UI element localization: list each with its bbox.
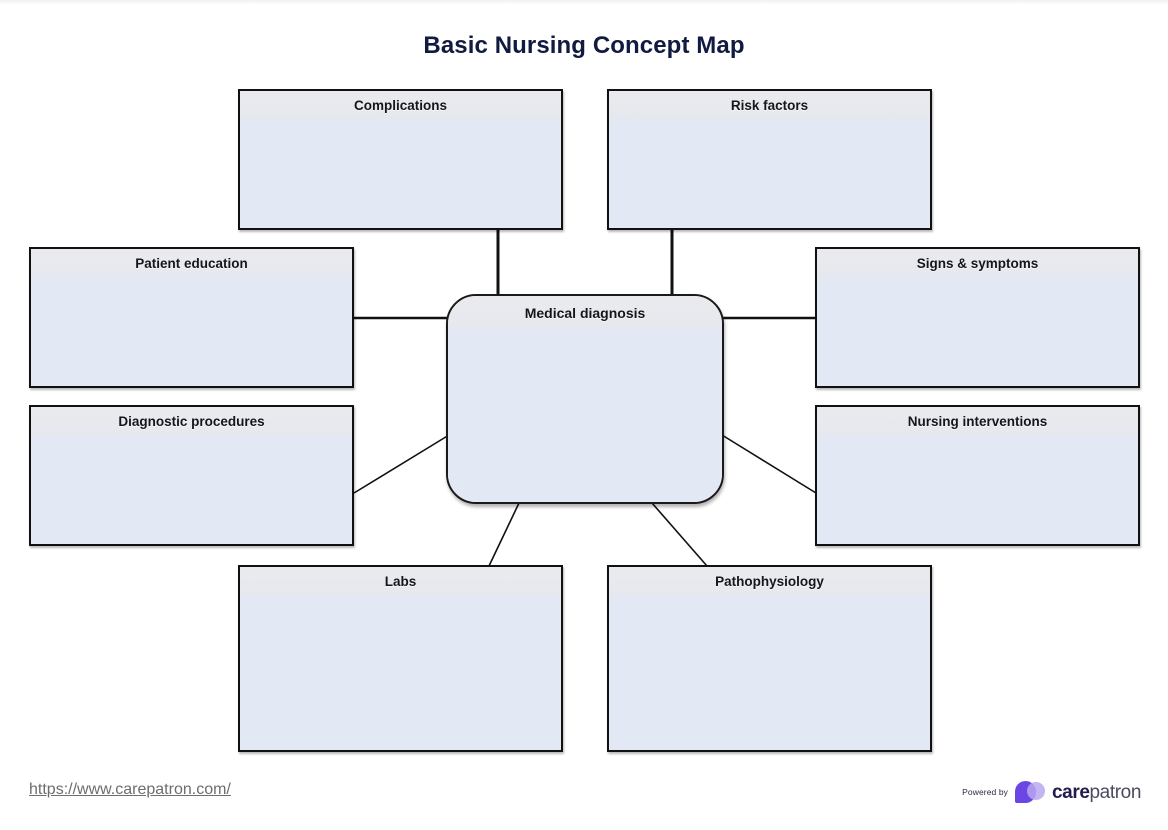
node-content-diagnostic-procedures[interactable] (31, 436, 352, 544)
node-content-nursing-interventions[interactable] (817, 436, 1138, 544)
wordmark-care: care (1052, 781, 1090, 803)
connector-labs (488, 502, 520, 567)
concept-node-risk-factors[interactable]: Risk factors (607, 89, 932, 230)
node-label-nursing-interventions: Nursing interventions (817, 407, 1138, 436)
carepatron-url-link[interactable]: https://www.carepatron.com/ (29, 781, 231, 798)
page-title: Basic Nursing Concept Map (423, 32, 745, 59)
node-content-complications[interactable] (240, 120, 561, 228)
logo-circle-shape (1027, 782, 1046, 800)
concept-node-diagnostic-procedures[interactable]: Diagnostic procedures (29, 405, 354, 546)
node-content-risk-factors[interactable] (609, 120, 930, 228)
carepatron-wordmark: carepatron (1052, 783, 1141, 802)
concept-node-signs-symptoms[interactable]: Signs & symptoms (815, 247, 1140, 388)
concept-node-labs[interactable]: Labs (238, 565, 563, 752)
node-content-central[interactable] (448, 330, 722, 502)
node-content-patient-education[interactable] (31, 278, 352, 386)
concept-node-nursing-interventions[interactable]: Nursing interventions (815, 405, 1140, 546)
page-top-band (0, 0, 1168, 5)
connector-nursing-interventions (721, 434, 817, 494)
node-label-diagnostic-procedures: Diagnostic procedures (31, 407, 352, 436)
wordmark-patron: patron (1089, 781, 1142, 803)
node-label-complications: Complications (240, 91, 561, 120)
connector-pathophysiology (651, 502, 708, 567)
node-content-labs[interactable] (240, 596, 561, 750)
node-label-risk-factors: Risk factors (609, 91, 930, 120)
node-label-central: Medical diagnosis (448, 296, 722, 330)
node-label-labs: Labs (240, 567, 561, 596)
concept-node-patient-education[interactable]: Patient education (29, 247, 354, 388)
connector-diagnostic-procedures (353, 434, 450, 494)
concept-node-pathophysiology[interactable]: Pathophysiology (607, 565, 932, 752)
node-content-signs-symptoms[interactable] (817, 278, 1138, 386)
carepatron-branding: Powered by carepatron (962, 781, 1141, 803)
powered-by-label: Powered by (962, 787, 1009, 797)
node-content-pathophysiology[interactable] (609, 596, 930, 750)
node-label-patient-education: Patient education (31, 249, 352, 278)
node-label-signs-symptoms: Signs & symptoms (817, 249, 1138, 278)
concept-node-complications[interactable]: Complications (238, 89, 563, 230)
node-label-pathophysiology: Pathophysiology (609, 567, 930, 596)
concept-node-central[interactable]: Medical diagnosis (446, 294, 724, 504)
carepatron-logo-icon (1015, 781, 1046, 803)
